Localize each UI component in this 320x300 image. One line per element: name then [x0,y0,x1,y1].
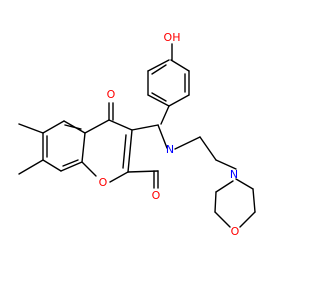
molecule-diagram: OH O O O N N O [18,31,256,238]
bond [64,124,82,130]
bond [252,188,256,213]
bond [131,124,159,131]
ring-oxygen-label: O [99,176,108,189]
bond [151,92,167,102]
morpholine-nitrogen-label: N [230,168,238,181]
lactam-nitrogen-label: N [166,143,174,156]
bond [84,119,110,134]
bond [199,136,217,161]
bond [81,132,86,163]
bond [127,129,133,173]
bond [109,171,129,183]
bond [42,120,65,134]
morpholine-oxygen-label: O [231,225,240,238]
bond [81,161,97,177]
bond [42,159,62,172]
bond [168,94,190,107]
bond-layer [18,43,256,228]
bond [147,94,170,107]
bond [62,159,79,167]
bond [122,134,127,169]
imide-oxygen-label: O [152,189,161,202]
bond [170,59,190,72]
bond [60,161,83,172]
bond [18,123,44,134]
atom-label-layer: OH O O O N N O [99,31,240,238]
bond [160,105,170,125]
bond [157,124,168,149]
structure-canvas: OH O O O N N O [18,31,256,238]
bond [174,136,201,150]
bond [239,211,256,228]
bond [147,59,170,72]
bond [127,170,159,173]
bond [18,159,44,175]
bond [215,159,237,170]
hydroxyl-label: OH [164,31,181,44]
ketone-oxygen-label: O [107,88,116,101]
bond [214,211,231,228]
bond [215,180,234,193]
bond [235,178,254,190]
bond [108,119,133,131]
bond [151,64,167,75]
bond [214,191,217,213]
